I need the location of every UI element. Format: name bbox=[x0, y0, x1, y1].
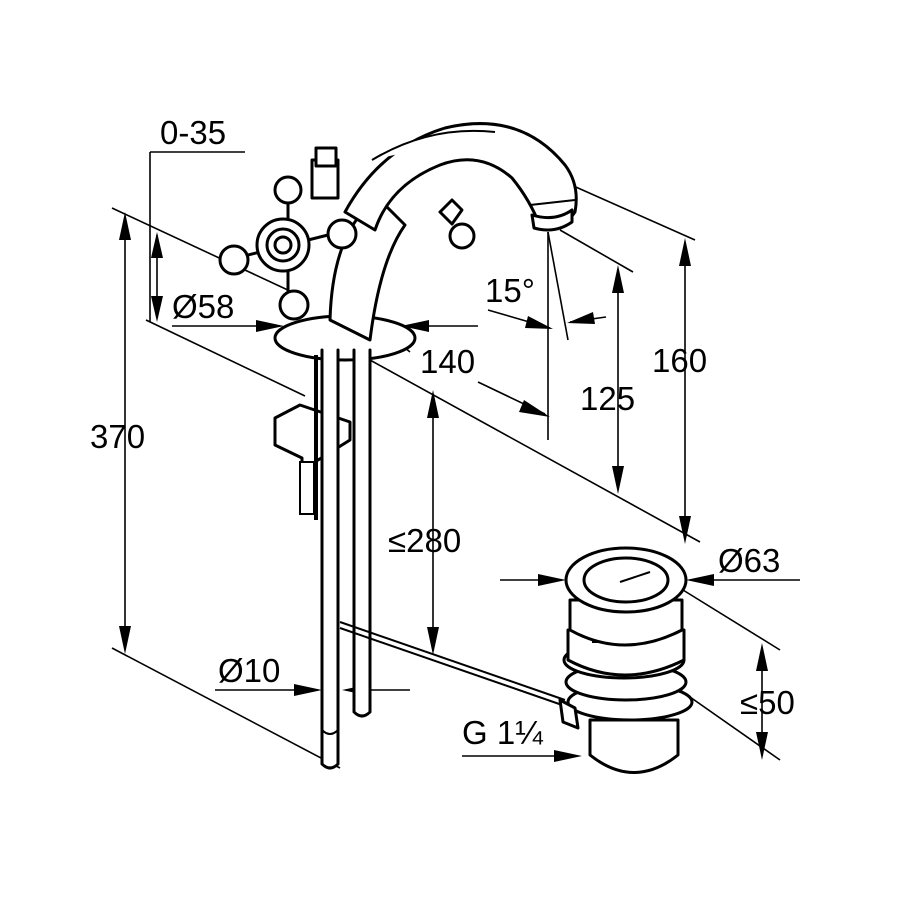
label-spout-outlet-height: 125 bbox=[580, 380, 635, 417]
waste-fitting bbox=[558, 546, 694, 774]
label-spout-height: 160 bbox=[652, 342, 707, 379]
faucet-body bbox=[218, 122, 578, 770]
label-adjust-range: 0-35 bbox=[160, 114, 226, 151]
label-under-height: ≤280 bbox=[388, 522, 461, 559]
label-height-total: 370 bbox=[90, 418, 145, 455]
dimension-labels: 0-35 370 Ø58 140 15° 125 160 ≤280 Ø63 Ø1… bbox=[90, 114, 795, 751]
label-waste-height: ≤50 bbox=[740, 684, 795, 721]
label-handle-diameter: Ø58 bbox=[172, 288, 234, 325]
label-thread: G 1¼ bbox=[462, 714, 543, 751]
label-spout-reach: 140 bbox=[420, 343, 475, 380]
label-pipe-diameter: Ø10 bbox=[218, 652, 280, 689]
label-spout-angle: 15° bbox=[485, 272, 535, 309]
label-waste-diameter: Ø63 bbox=[718, 542, 780, 579]
